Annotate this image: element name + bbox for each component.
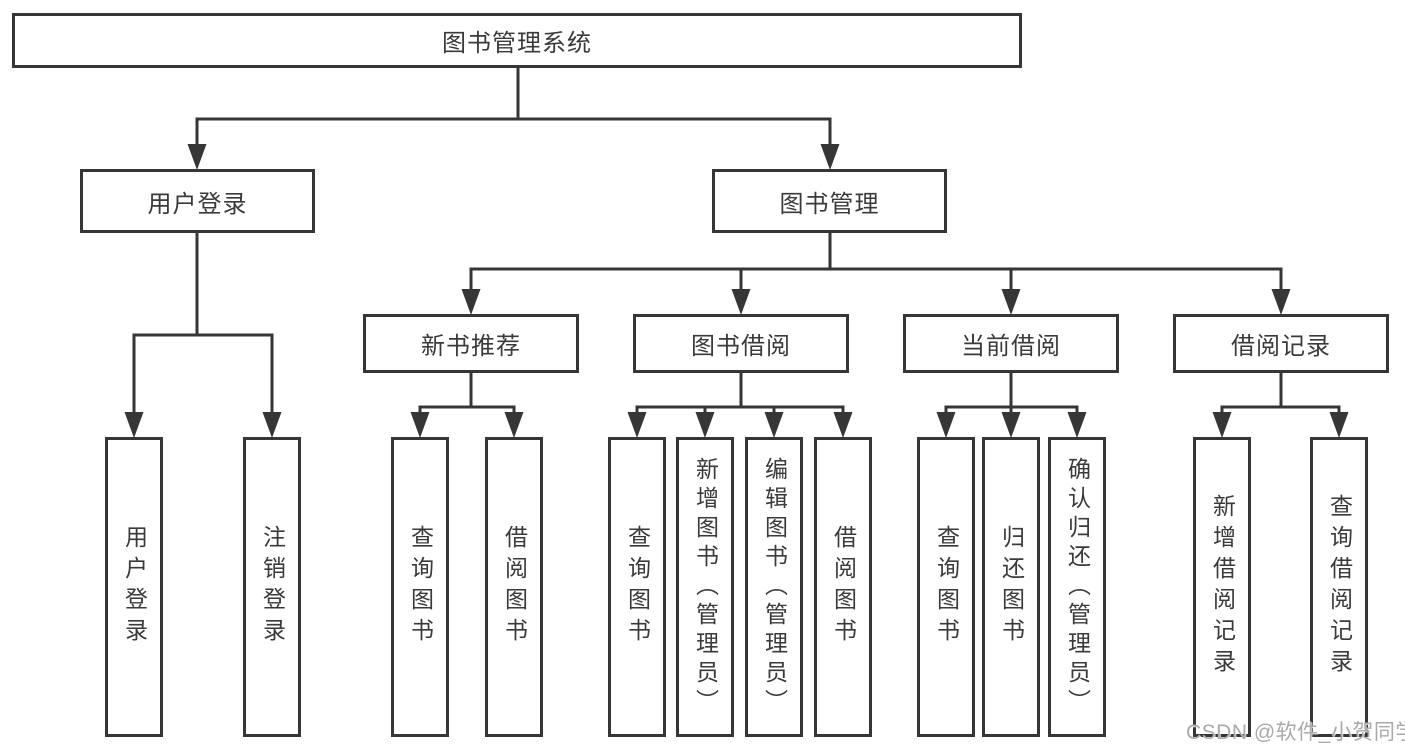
node-borrowing-record: 借阅记录: [1173, 314, 1389, 373]
node-book-management: 图书管理: [712, 169, 947, 233]
leaf-borrow-book-2: 借阅图书: [814, 437, 872, 737]
leaf-confirm-return-admin: 确认归还（管理员）: [1048, 437, 1106, 737]
node-book-borrowing: 图书借阅: [633, 314, 849, 373]
leaf-borrow-book-1: 借阅图书: [485, 437, 543, 737]
leaf-query-book-1: 查询图书: [391, 437, 449, 737]
node-user-login: 用户登录: [80, 169, 315, 233]
node-current-borrowing: 当前借阅: [903, 314, 1119, 373]
leaf-return-book: 归还图书: [982, 437, 1040, 737]
node-root: 图书管理系统: [12, 13, 1022, 68]
csdn-watermark: CSDN @软件_小贺同学: [1186, 721, 1405, 744]
leaf-add-borrow-record: 新增借阅记录: [1193, 437, 1251, 737]
leaf-logout: 注销登录: [243, 437, 301, 737]
leaf-query-book-3: 查询图书: [917, 437, 975, 737]
leaf-query-borrow-record: 查询借阅记录: [1310, 437, 1368, 737]
leaf-query-book-2: 查询图书: [608, 437, 666, 737]
leaf-add-book-admin: 新增图书（管理员）: [676, 437, 734, 737]
leaf-edit-book-admin: 编辑图书（管理员）: [745, 437, 803, 737]
leaf-user-login: 用户登录: [105, 437, 163, 737]
node-new-book-recommend: 新书推荐: [363, 314, 579, 373]
